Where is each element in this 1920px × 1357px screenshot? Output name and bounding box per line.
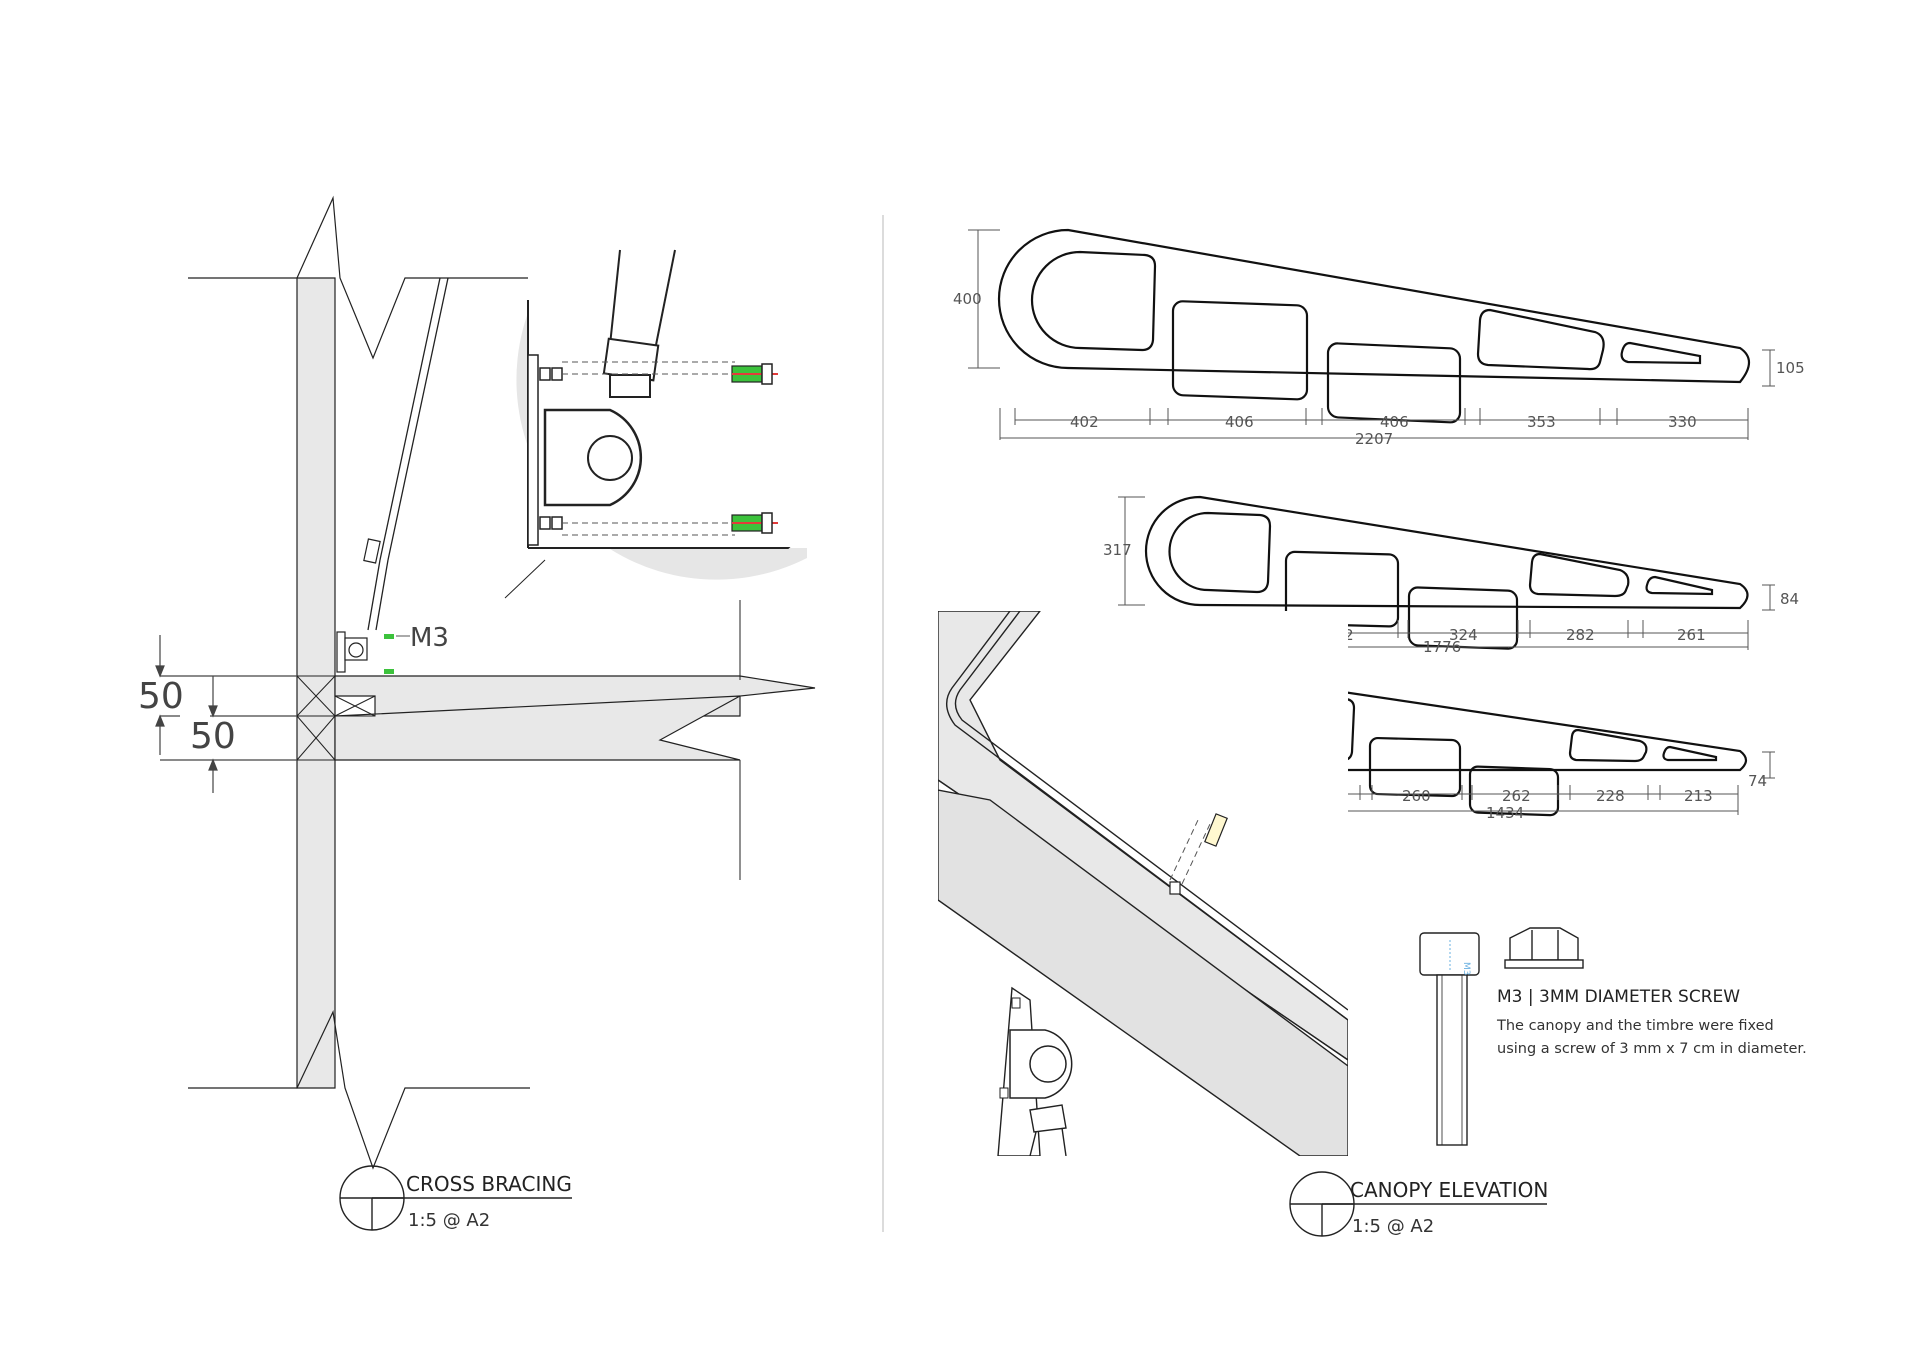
top-break-line [188, 195, 530, 360]
exploded-bolt-lower [731, 512, 778, 534]
exploded-bolt-upper [731, 363, 778, 385]
cross-bracing-title-block: CROSS BRACING 1:5 @ A2 [339, 1165, 572, 1231]
canopy-elevation-drawing: 400 105 402 406 406 353 330 2207 [938, 228, 1807, 1237]
rib-1-seg-1: 402 [1070, 413, 1099, 431]
rib-2-seg-3: 324 [1449, 626, 1478, 644]
small-bolt-upper [384, 634, 394, 639]
rib-1-seg-5: 330 [1668, 413, 1697, 431]
rib-2-height: 317 [1103, 541, 1132, 559]
rib-3-total: 1434 [1486, 804, 1524, 822]
bracing-rod [367, 277, 449, 631]
canopy-elevation-scale: 1:5 @ A2 [1352, 1216, 1434, 1237]
rib-3-seg-4: 228 [1596, 787, 1625, 805]
rib-3-seg-2: 260 [1402, 787, 1431, 805]
m3-label: M3 [410, 623, 449, 653]
rib-1-dimensions: 400 105 402 406 406 353 330 2207 [953, 229, 1805, 448]
rib-1-seg-2: 406 [1225, 413, 1254, 431]
rib-1-height: 400 [953, 290, 982, 308]
canopy-elevation-title: CANOPY ELEVATION [1350, 1178, 1548, 1202]
dimension-lower: 50 [190, 716, 236, 757]
rib-3-seg-3: 262 [1502, 787, 1531, 805]
rib-2-total: 1776 [1423, 638, 1461, 656]
screw-note-line-1: The canopy and the timbre were fixed [1496, 1018, 1774, 1034]
rib-3-seg-5: 213 [1684, 787, 1713, 805]
cross-bracing-scale: 1:5 @ A2 [408, 1210, 490, 1231]
rod-coupler [363, 538, 381, 564]
small-bolt-lower [384, 669, 394, 674]
screw-note-title: M3 | 3MM DIAMETER SCREW [1497, 987, 1740, 1007]
rib-1-total: 2207 [1355, 430, 1393, 448]
cross-bracing-drawing: M3 50 50 [138, 195, 818, 1231]
screw-note-line-2: using a screw of 3 mm x 7 cm in diameter… [1497, 1041, 1807, 1057]
canopy-connection-detail [938, 611, 1348, 1156]
rib-1-seg-3: 406 [1380, 413, 1409, 431]
rib-2-tip: 84 [1780, 590, 1799, 608]
rib-2-seg-4: 282 [1566, 626, 1595, 644]
dimension-upper: 50 [138, 676, 184, 717]
rib-1-seg-4: 353 [1527, 413, 1556, 431]
rib-2-seg-5: 261 [1677, 626, 1706, 644]
screw-head-mark: M3 [1461, 962, 1471, 976]
m3-nut-illustration [1504, 927, 1584, 969]
cross-bracing-title: CROSS BRACING [406, 1172, 572, 1196]
timber-block-lower [296, 715, 336, 761]
m3-screw-illustration [1419, 932, 1480, 1146]
timber-block-upper [296, 675, 376, 717]
rib-1-tip: 105 [1776, 359, 1805, 377]
wall-section [296, 277, 336, 1089]
canopy-elevation-title-block: CANOPY ELEVATION 1:5 @ A2 [1289, 1171, 1548, 1237]
bottom-break-line [188, 1009, 530, 1170]
rib-3-tip: 74 [1748, 772, 1767, 790]
bracket-detail [516, 230, 818, 580]
small-bracket [336, 631, 368, 673]
rib-1 [997, 228, 1751, 424]
detail-leader [504, 559, 546, 599]
vertical-dimension [155, 635, 297, 793]
